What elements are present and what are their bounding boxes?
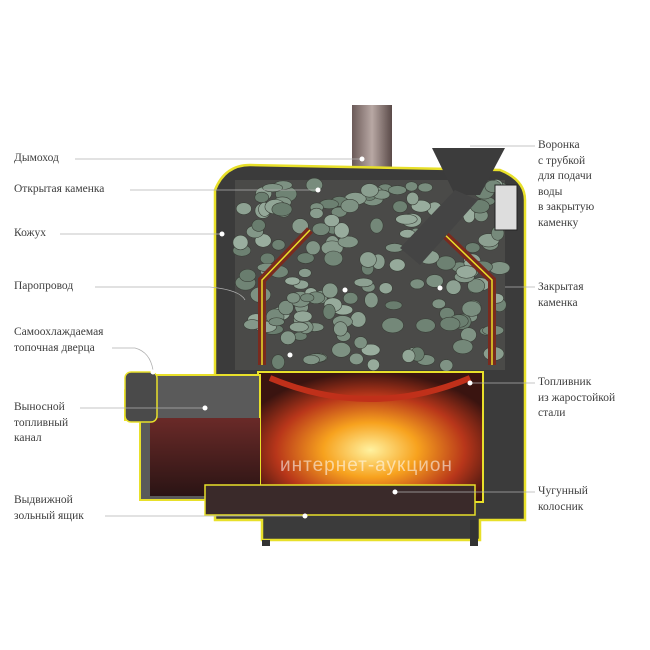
water-funnel — [432, 148, 505, 195]
stone — [312, 222, 330, 236]
stone — [359, 251, 377, 268]
stone — [322, 282, 339, 299]
stone — [286, 292, 301, 304]
label-steam-duct: Паропровод — [14, 280, 74, 292]
stone — [300, 293, 315, 303]
stone — [384, 300, 403, 310]
stone — [361, 343, 381, 357]
marker-dots — [150, 156, 473, 519]
leader-lines — [60, 145, 535, 517]
stone — [455, 265, 477, 279]
stone — [467, 278, 485, 294]
stone — [369, 217, 384, 234]
stone — [254, 191, 269, 203]
stone — [271, 202, 293, 217]
stone — [268, 317, 285, 327]
stone — [278, 300, 294, 316]
stone — [302, 354, 320, 365]
firebox-door — [124, 371, 158, 423]
stone — [378, 282, 393, 295]
stone — [381, 317, 404, 334]
stone — [439, 359, 454, 372]
stone — [271, 239, 286, 251]
stone — [271, 354, 285, 370]
stone — [340, 199, 359, 213]
stone — [333, 321, 348, 337]
label-casing: Кожух — [14, 227, 47, 239]
stone — [445, 279, 462, 295]
stone — [309, 207, 324, 219]
stone — [296, 252, 315, 264]
ash-drawer — [204, 484, 476, 516]
stone — [409, 278, 425, 290]
stone — [289, 321, 309, 333]
stone — [436, 255, 456, 271]
stone — [452, 339, 474, 355]
stone — [322, 303, 336, 320]
stone — [367, 358, 380, 371]
label-chimney: Дымоход — [14, 152, 59, 164]
stone — [439, 316, 461, 332]
stone — [364, 292, 379, 309]
stone — [305, 240, 321, 256]
stone — [350, 311, 367, 328]
stone — [262, 183, 283, 193]
firebox — [257, 371, 484, 503]
stone — [360, 183, 379, 198]
stone — [323, 214, 340, 228]
stone — [401, 349, 416, 363]
stone — [392, 200, 408, 213]
stone — [291, 218, 309, 234]
stone — [343, 292, 359, 305]
label-open-stones: Открытая каменка — [14, 183, 105, 195]
stone — [417, 182, 433, 193]
stone — [389, 258, 406, 272]
stone — [333, 222, 350, 239]
stone — [331, 342, 351, 358]
stone — [353, 336, 368, 349]
stone — [323, 250, 344, 267]
stone — [235, 202, 252, 215]
stone — [425, 274, 444, 288]
stone — [388, 185, 407, 195]
firebox-arch — [268, 375, 472, 402]
stone — [251, 219, 266, 232]
stone — [465, 242, 481, 253]
stone — [239, 268, 257, 282]
stone — [260, 252, 275, 265]
stone — [406, 191, 419, 206]
stone — [293, 310, 313, 323]
mesh-panel — [494, 184, 518, 231]
stone — [405, 181, 418, 192]
stone — [349, 352, 364, 365]
stone — [232, 234, 249, 251]
stone — [298, 268, 312, 278]
stone — [461, 300, 482, 317]
stone — [284, 276, 301, 286]
stone — [395, 214, 418, 225]
stone — [415, 318, 436, 333]
stone — [337, 235, 359, 248]
stone — [353, 277, 374, 288]
stone — [280, 330, 296, 345]
stone — [431, 298, 446, 310]
watermark: интернет-аукцион — [280, 455, 453, 476]
